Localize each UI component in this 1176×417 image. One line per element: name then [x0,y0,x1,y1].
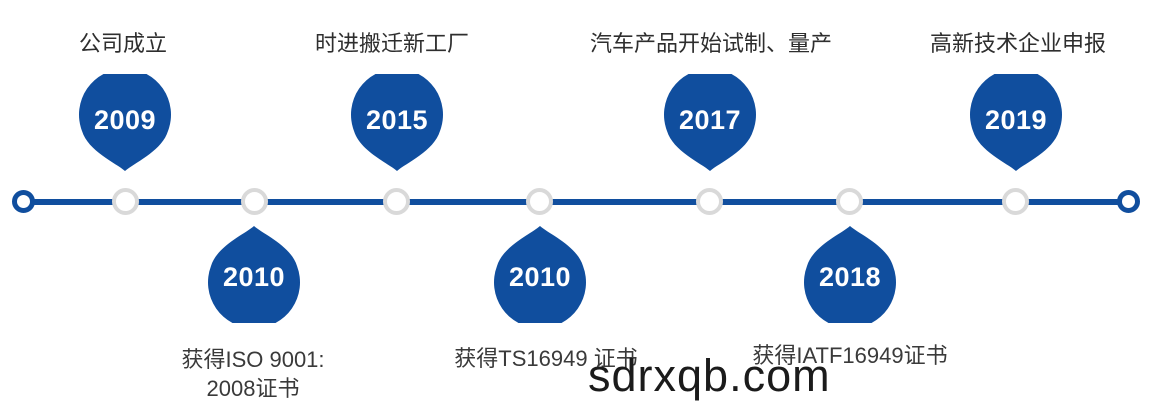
milestone-year: 2010 [222,262,286,292]
milestone-label: 公司成立 [78,31,168,56]
milestone-label: 汽车产品开始试制、量产 [589,31,833,56]
milestone-year: 2009 [93,105,157,135]
milestone-year: 2015 [365,105,429,135]
milestone-year: 2019 [984,105,1048,135]
milestone-marker-2019: 2019 [966,74,1066,172]
timeline-dot [241,188,268,215]
milestone-label: 获得IATF16949证书 [752,343,948,368]
milestone-marker-2009: 2009 [75,74,175,172]
timeline-endpoint-right [1117,190,1140,213]
milestone-marker-2010-ts: 2010 [490,225,590,323]
milestone-marker-2015: 2015 [347,74,447,172]
timeline-dot [383,188,410,215]
milestone-label: 时进搬迁新工厂 [314,31,470,56]
milestone-marker-2010-iso: 2010 [204,225,304,323]
timeline-dot [112,188,139,215]
milestone-label: 获得ISO 9001: 2008证书 [181,347,325,401]
milestone-marker-2018: 2018 [800,225,900,323]
milestone-year: 2018 [818,262,882,292]
watermark: sdrxqb.com [588,350,831,401]
timeline-dot [836,188,863,215]
milestone-year: 2010 [508,262,572,292]
milestone-label: 获得TS16949 证书 [454,346,638,371]
timeline-dot [526,188,553,215]
timeline-dot [696,188,723,215]
timeline-endpoint-left [12,190,35,213]
milestone-marker-2017: 2017 [660,74,760,172]
timeline-dot [1002,188,1029,215]
milestone-year: 2017 [678,105,742,135]
timeline-line [24,199,1129,205]
milestone-label: 高新技术企业申报 [929,31,1107,56]
